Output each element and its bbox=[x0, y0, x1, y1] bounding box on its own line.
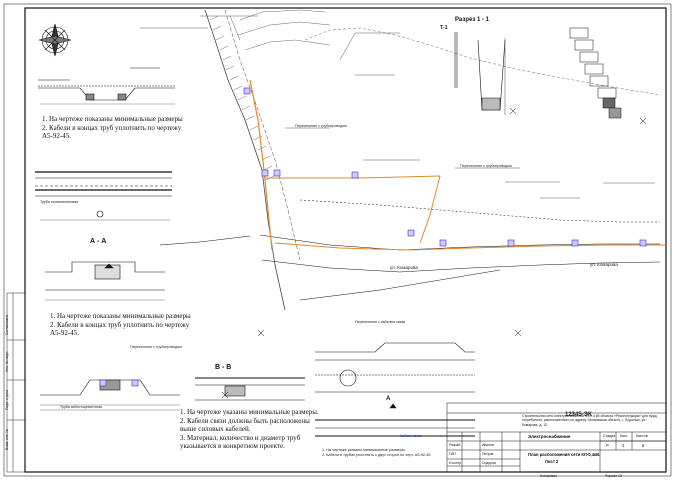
section-bb-diagram bbox=[195, 377, 305, 401]
section-a-small-title: А bbox=[386, 396, 391, 402]
note-line: 2. Кабели в концах труб уплотнить по чер… bbox=[50, 320, 190, 329]
cable-label: Кабель связи bbox=[400, 434, 423, 438]
stage-value: Р bbox=[606, 443, 609, 448]
name-1: Иванов bbox=[482, 443, 494, 447]
street-label-2: ул. Комарова bbox=[590, 262, 618, 267]
note-line: 2. Кабели в концах труб уплотнить по чер… bbox=[42, 123, 182, 132]
sheet-value: 2 bbox=[622, 443, 625, 448]
note-line: А5-92-45. bbox=[42, 132, 71, 140]
sheet-header: Лист bbox=[620, 434, 628, 438]
profile-left-middle bbox=[35, 171, 172, 221]
note-line: выше силовых кабелей. bbox=[180, 425, 251, 433]
pipe-label: Труба асбестоцементная bbox=[60, 405, 103, 409]
section-aa-title: А - А bbox=[90, 238, 107, 245]
crossing-label: Пересечение с трубопроводом bbox=[295, 124, 347, 128]
profile-top-left bbox=[38, 67, 175, 105]
role-1: Разраб. bbox=[449, 443, 462, 447]
notes-small: 1. На чертеже указаны минимальные размер… bbox=[322, 448, 431, 458]
electric-label: Пересечение с кабелем связи bbox=[355, 320, 406, 324]
notes-top: 1. На чертеже показаны минимальные разме… bbox=[42, 115, 183, 141]
side-stamp-label: Подп. и дата bbox=[5, 390, 9, 410]
side-stamp-grid bbox=[6, 292, 26, 473]
title-block-grid bbox=[446, 402, 667, 473]
section-aa-diagram bbox=[45, 261, 165, 301]
note-line: 1. На чертеже указаны минимальные размер… bbox=[322, 448, 406, 452]
role-2: ГИП bbox=[449, 452, 456, 456]
profile-bottom-middle bbox=[315, 342, 475, 437]
section-1-1-title: Разрез 1 - 1 bbox=[455, 17, 489, 23]
notes-mid: 1. На чертеже показаны минимальные разме… bbox=[50, 312, 191, 338]
title-block-organization: Строительство сети электроснабжения КЛ-0… bbox=[522, 414, 657, 427]
notes-bottom: 1. На чертеже указаны минимальные размер… bbox=[180, 408, 319, 451]
note-line: 3. Материал, количество и диаметр труб bbox=[180, 433, 301, 442]
crossing-label-2: Пересечение с трубопроводом bbox=[460, 164, 512, 168]
title-block-work-type: Электроснабжение bbox=[528, 434, 571, 439]
note-line: 2. Кабели в трубах уплотнить с двух стор… bbox=[322, 453, 432, 457]
embankment-hatch bbox=[204, 9, 661, 311]
title-block-sheet-title-1: План расположения сети КЛ-0,4кВ. bbox=[528, 452, 601, 457]
side-stamp-label: Инв. № подл. bbox=[5, 350, 9, 372]
road-lines bbox=[159, 199, 661, 301]
section-1-1-diagram bbox=[454, 32, 506, 115]
name-2: Петров bbox=[482, 452, 494, 456]
leader-lines bbox=[140, 15, 655, 199]
side-stamp-label: Взам. инв. № bbox=[5, 428, 9, 450]
note-line: 1. На чертеже указаны минимальные размер… bbox=[180, 408, 319, 416]
note-line: А5-92-45. bbox=[50, 329, 79, 337]
sheets-value: 5 bbox=[642, 443, 645, 448]
inner-frame bbox=[24, 7, 667, 473]
side-stamp-label: Согласовано bbox=[5, 314, 9, 335]
trench-t1-label: Т-1 bbox=[440, 25, 448, 31]
crossing-label-3: Пересечение с трубопроводом bbox=[130, 345, 182, 349]
route-markers bbox=[99, 87, 647, 387]
note-line: 1. На чертеже показаны минимальные разме… bbox=[50, 312, 191, 320]
note-line: 1. На чертеже показаны минимальные разме… bbox=[42, 115, 183, 123]
role-3: Н.контр. bbox=[449, 461, 463, 465]
note-line: указывается в конкретном проекте. bbox=[180, 442, 285, 450]
format-label: Формат А3 bbox=[605, 474, 623, 478]
note-line: 2. Кабели связи должны быть расположены bbox=[180, 416, 310, 425]
copied-label: Копировал bbox=[540, 474, 557, 478]
section-bb-title: В - В bbox=[215, 364, 232, 371]
north-arrow bbox=[38, 23, 72, 57]
legend-stack bbox=[569, 27, 622, 119]
cross-marks bbox=[221, 107, 647, 399]
name-3: Сидоров bbox=[482, 461, 496, 465]
stage-header: Стадия bbox=[603, 434, 616, 438]
street-label: ул. Комарова bbox=[390, 265, 418, 270]
outer-frame bbox=[3, 3, 672, 477]
drawing-code-label: 12345-ЭК bbox=[565, 412, 592, 418]
sheets-header: Листов bbox=[636, 434, 648, 438]
title-block-sheet-title-2: Лист 2 bbox=[545, 459, 559, 464]
pipe-label-2: Труба полиэтиленовая bbox=[40, 200, 79, 204]
